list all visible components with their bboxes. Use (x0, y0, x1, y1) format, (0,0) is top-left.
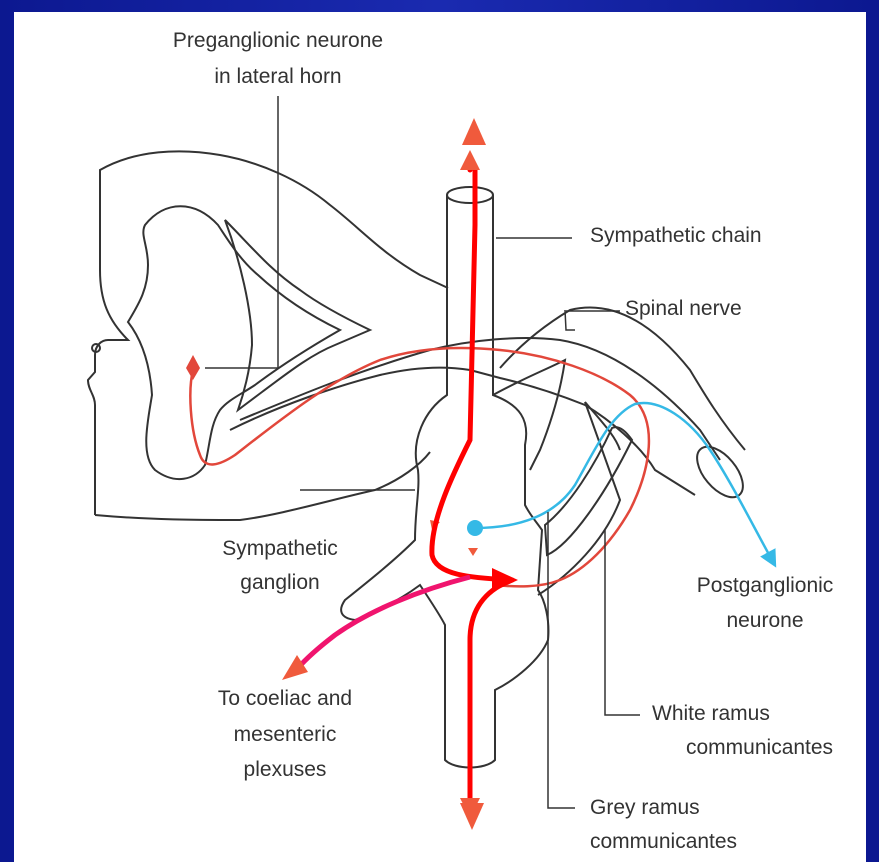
label-sympathetic-ganglion-line1: Sympathetic (190, 536, 370, 562)
preganglionic-neurone-body (186, 355, 200, 380)
label-sympathetic-ganglion-line2: ganglion (190, 570, 370, 596)
label-spinal-nerve: Spinal nerve (625, 296, 742, 322)
red-pathway-arrowhead-right (492, 568, 518, 592)
label-sympathetic-chain: Sympathetic chain (590, 223, 762, 249)
label-grey-ramus-line2: communicantes (590, 829, 737, 855)
spinal-nerve-outline (230, 308, 752, 506)
label-white-ramus-line2: communicantes (686, 735, 833, 761)
label-coeliac-line2: mesenteric (175, 722, 395, 748)
grey-matter-inner (225, 220, 370, 410)
red-pathway-arrowhead-down (460, 803, 484, 830)
label-coeliac-line1: To coeliac and (175, 686, 395, 712)
label-postganglionic-line1: Postganglionic (670, 573, 860, 599)
spinal-cord-outline (88, 151, 448, 520)
label-coeliac-line3: plexuses (175, 757, 395, 783)
label-preganglionic-line1: Preganglionic neurone (108, 28, 448, 54)
label-white-ramus-line1: White ramus (652, 701, 770, 727)
label-postganglionic-line2: neurone (670, 608, 860, 634)
label-grey-ramus-line1: Grey ramus (590, 795, 700, 821)
red-pathway-arrowhead-up (462, 118, 486, 145)
red-pathway (432, 160, 512, 808)
label-preganglionic-line2: in lateral horn (108, 64, 448, 90)
